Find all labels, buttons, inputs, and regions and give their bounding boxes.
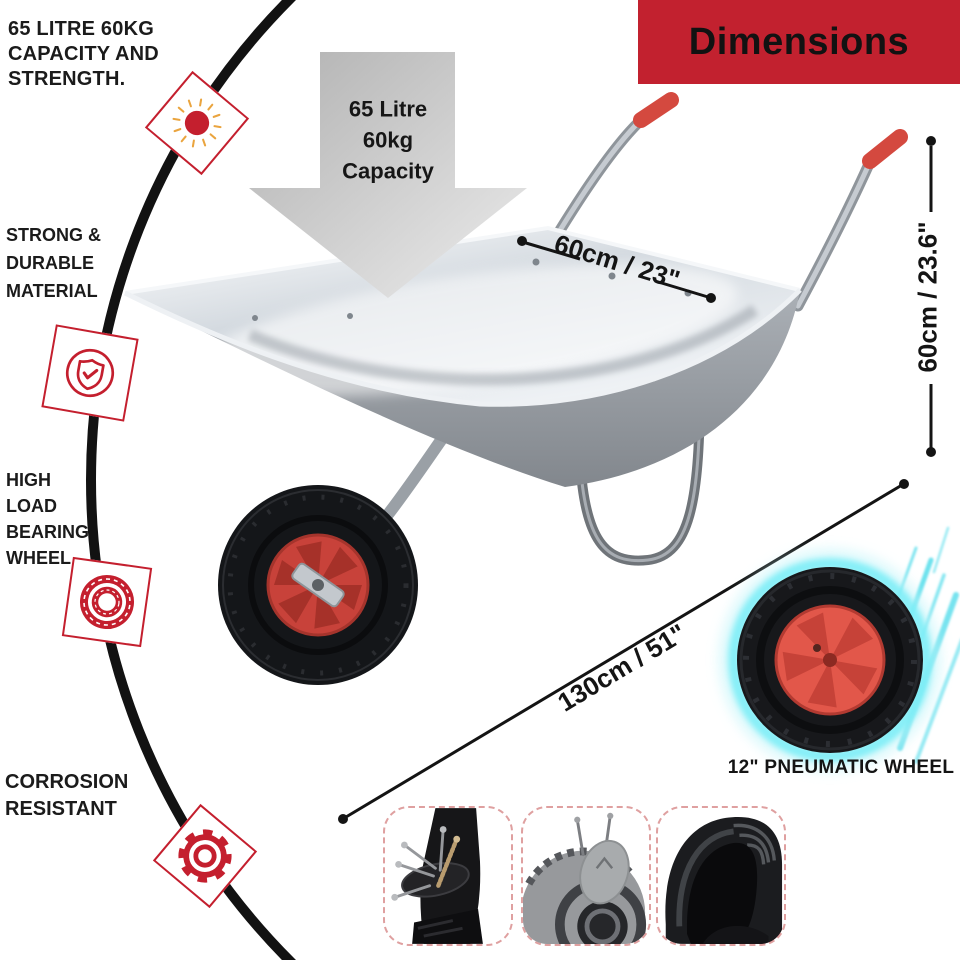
bearing-badge (61, 556, 153, 648)
sun-icon (172, 98, 222, 148)
headline: 65 LITRE 60KG CAPACITY AND STRENGTH. (8, 18, 159, 90)
left-handle-grip (633, 92, 679, 128)
dimension-line-width (517, 236, 716, 303)
feature-label-strong-durable: STRONG & DURABLE MATERIAL (6, 225, 102, 301)
strong-durable-badge (41, 324, 139, 422)
corrosion-badge (152, 803, 258, 909)
decorative-arc (86, 0, 297, 960)
dimension-line-length (338, 479, 909, 824)
capacity-arrow (249, 52, 527, 298)
tire-section-image (523, 812, 647, 944)
feature-label-high-load: HIGH LOAD BEARING WHEEL (6, 470, 90, 568)
dimensions-banner: Dimensions (638, 0, 960, 84)
thumb-tire-cross-section (521, 806, 651, 946)
pneumatic-wheel-caption: 12" PNEUMATIC WHEEL (727, 757, 955, 778)
sun-badge (144, 70, 250, 176)
dimensions-banner-label: Dimensions (688, 20, 910, 63)
pneumatic-wheel-feature (719, 526, 960, 771)
capacity-arrow-label: 65 Litre 60kg Capacity (342, 96, 434, 184)
gear-icon (178, 829, 232, 883)
dimension-label-height: 60cm / 23.6" (912, 221, 943, 373)
wheelbarrow-photo (123, 92, 908, 685)
thumb-puncture-proof-strap (383, 806, 513, 946)
dimension-line-height (926, 136, 936, 457)
main-wheel (218, 485, 418, 685)
strap-nails-image (391, 808, 483, 944)
right-handle-grip (862, 129, 908, 169)
shield-check-icon (65, 348, 115, 398)
tire-cutaway-image (665, 816, 784, 944)
thumb-tire-cutaway (656, 806, 786, 946)
dimension-lines (338, 136, 936, 824)
tray-near-rim (123, 288, 802, 407)
feature-label-corrosion: CORROSION RESISTANT (5, 771, 129, 820)
tray-far-rim (124, 225, 801, 295)
bearing-icon (80, 575, 134, 629)
